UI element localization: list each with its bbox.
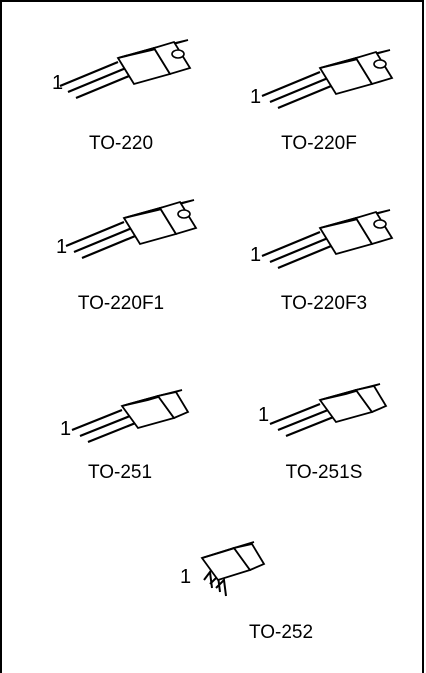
to220f3-package-icon [260, 208, 394, 270]
to251s-label: TO-251S [285, 462, 363, 483]
to252-pin1-label: 1 [180, 566, 192, 588]
to220f1-package-icon [64, 198, 198, 260]
to251-package-icon [70, 388, 190, 444]
to220f1-pin1-label: 1 [56, 236, 68, 258]
to252-package-icon [200, 541, 266, 597]
to220f-package-icon [260, 48, 394, 110]
to251s-package-icon [268, 382, 388, 438]
to220-label: TO-220 [88, 133, 154, 154]
to220f3-label: TO-220F3 [280, 293, 368, 314]
to220f-pin1-label: 1 [250, 86, 262, 108]
to251-label: TO-251 [87, 462, 153, 483]
to251s-pin1-label: 1 [258, 404, 270, 426]
to220f1-label: TO-220F1 [77, 293, 165, 314]
to220f-label: TO-220F [281, 133, 357, 154]
to251-pin1-label: 1 [60, 418, 72, 440]
to252-label: TO-252 [248, 622, 314, 643]
to220-pin1-label: 1 [52, 72, 64, 94]
to220-package-icon [58, 38, 192, 100]
to220f3-pin1-label: 1 [250, 244, 262, 266]
